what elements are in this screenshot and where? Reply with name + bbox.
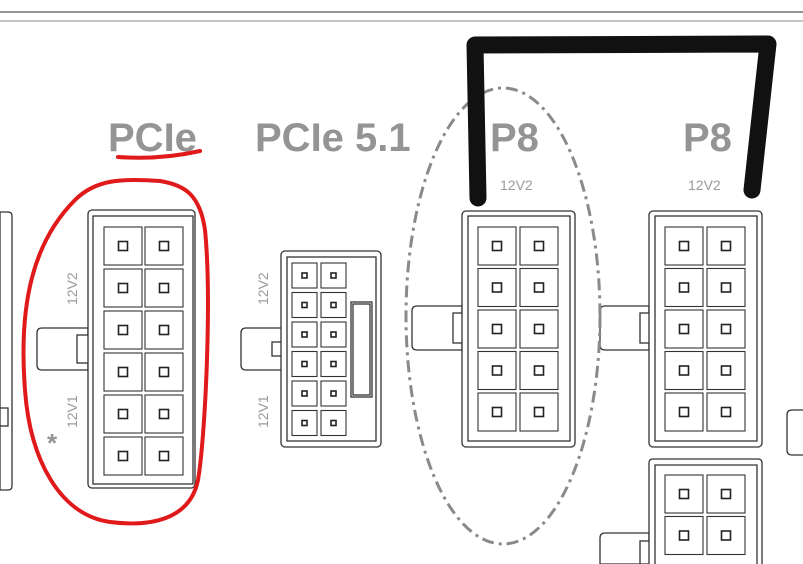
connector-pin	[320, 380, 347, 407]
partial-connector-left	[0, 211, 13, 491]
connector-pin	[291, 262, 318, 289]
connector-pin	[103, 268, 143, 308]
connector-pin	[144, 268, 184, 308]
rail-12v2-label-a: 12V2	[500, 177, 533, 193]
connector-pin	[706, 309, 746, 349]
p8-label-b: P8	[683, 116, 732, 160]
connector-pin	[477, 350, 517, 391]
dashed-ellipse-highlight	[404, 86, 602, 546]
connector-pin	[144, 394, 184, 434]
pcie-12v2-label: 12V2	[64, 272, 80, 305]
connector-pin	[144, 226, 184, 266]
connector-pin	[664, 474, 704, 514]
connector-pin	[320, 321, 347, 348]
connector-pin	[291, 380, 318, 407]
pcie51-connector	[240, 250, 382, 448]
connector-pin	[706, 226, 746, 266]
connector-pin	[519, 350, 559, 391]
black-cable-annotation	[466, 35, 777, 207]
connector-pin	[320, 291, 347, 319]
rail-12v2-label-b: 12V2	[688, 177, 721, 193]
connector-pin	[103, 394, 143, 434]
connector-pin	[519, 309, 559, 349]
pcie-connector	[36, 209, 196, 489]
pcie-12v1-label: 12V1	[64, 395, 80, 428]
p8-connector-c	[599, 458, 763, 564]
connector-pin	[291, 321, 318, 348]
pcie51-12v2-label: 12V2	[255, 272, 271, 305]
connector-pin	[291, 409, 318, 437]
connector-pin	[320, 262, 347, 289]
connector-pin	[706, 474, 746, 514]
connector-pin	[320, 409, 347, 437]
asterisk-mark: *	[47, 428, 58, 458]
connector-pin	[477, 267, 517, 308]
pcie51-label: PCIe 5.1	[255, 116, 411, 160]
connector-pin	[103, 226, 143, 266]
connector-pin	[291, 350, 318, 378]
connector-pin	[103, 436, 143, 476]
connector-pin	[664, 309, 704, 349]
connector-pin	[664, 350, 704, 391]
connector-pin	[144, 436, 184, 476]
connector-pin	[144, 310, 184, 350]
connector-pin	[477, 392, 517, 432]
connector-pin	[664, 515, 704, 556]
connector-pin	[664, 267, 704, 308]
p8-label-a: P8	[490, 116, 539, 160]
connector-pin	[664, 226, 704, 266]
connector-pin	[103, 310, 143, 350]
connector-pin	[519, 226, 559, 266]
connector-pin	[519, 392, 559, 432]
connector-pin	[706, 515, 746, 556]
connector-pin	[706, 267, 746, 308]
connector-pin	[706, 392, 746, 432]
connector-pin	[519, 267, 559, 308]
connector-pin	[103, 352, 143, 392]
connector-pin	[477, 309, 517, 349]
connector-pin	[291, 291, 318, 319]
connector-pin	[706, 350, 746, 391]
red-circle-annotation	[21, 177, 210, 526]
pcie51-12v1-label: 12V1	[255, 395, 271, 428]
partial-connector-right	[786, 409, 803, 456]
p8-connector-b	[599, 210, 763, 448]
connector-pin	[144, 352, 184, 392]
connector-pin	[477, 226, 517, 266]
red-underline-annotation	[116, 149, 202, 160]
connector-pin	[664, 392, 704, 432]
p8-connector-a	[411, 210, 576, 448]
connector-pin	[320, 350, 347, 378]
